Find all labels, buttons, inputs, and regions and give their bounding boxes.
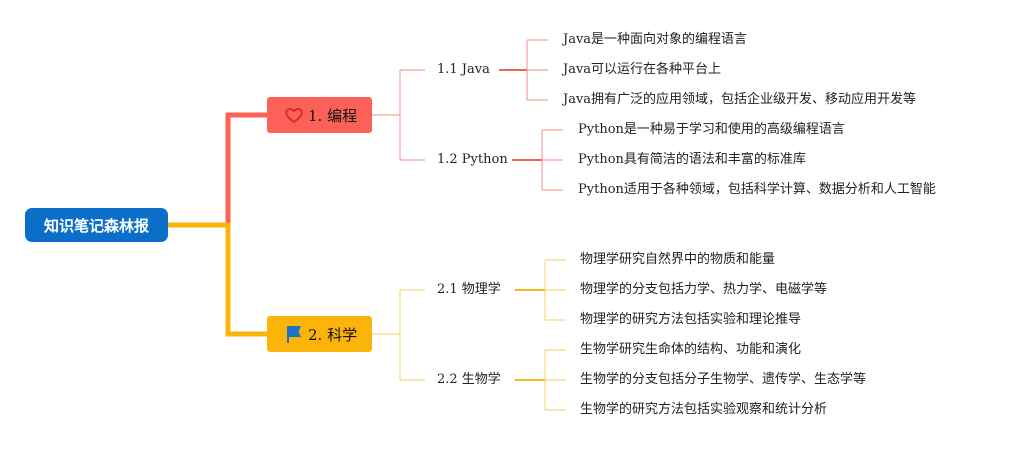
root-node[interactable]: 知识笔记森林报 [25,208,168,242]
root-label: 知识笔记森林报 [43,216,149,235]
subtopic-node[interactable]: 1.2 Python [437,152,508,167]
leaf-node[interactable]: Java可以运行在各种平台上 [563,62,722,77]
subtopic-node[interactable]: 2.1 物理学 [437,282,501,297]
leaf-node[interactable]: 物理学的分支包括力学、热力学、电磁学等 [580,282,828,297]
subtopic-node[interactable]: 2.2 生物学 [437,372,501,387]
heart-icon [284,105,304,125]
leaf-node[interactable]: Java拥有广泛的应用领域，包括企业级开发、移动应用开发等 [563,92,917,107]
leaf-node[interactable]: 生物学研究生命体的结构、功能和演化 [580,342,802,357]
subtopic-node[interactable]: 1.1 Java [437,62,490,77]
leaf-node[interactable]: 物理学研究自然界中的物质和能量 [580,252,776,267]
branch-label: 1. 编程 [308,106,358,125]
leaf-node[interactable]: Python是一种易于学习和使用的高级编程语言 [578,122,845,137]
leaf-node[interactable]: Python具有简洁的语法和丰富的标准库 [578,152,806,167]
leaf-node[interactable]: 物理学的研究方法包括实验和理论推导 [580,312,802,327]
flag-icon [284,324,304,344]
leaf-node[interactable]: Python适用于各种领域，包括科学计算、数据分析和人工智能 [578,182,936,197]
branch-node-programming[interactable]: 1. 编程 [267,97,372,133]
leaf-node[interactable]: 生物学的研究方法包括实验观察和统计分析 [580,402,828,417]
branch-label: 2. 科学 [308,325,358,344]
leaf-node[interactable]: Java是一种面向对象的编程语言 [563,32,748,47]
branch-node-science[interactable]: 2. 科学 [267,316,372,352]
leaf-node[interactable]: 生物学的分支包括分子生物学、遗传学、生态学等 [580,372,867,387]
